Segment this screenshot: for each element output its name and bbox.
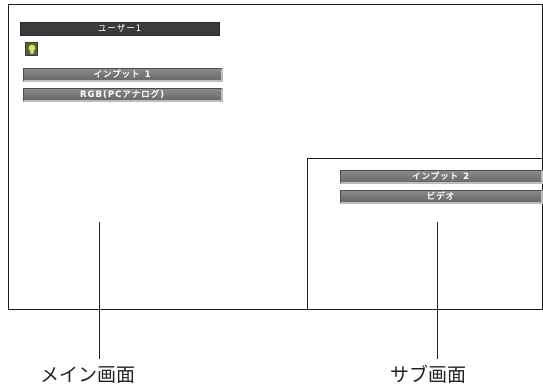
status-indicator xyxy=(25,42,38,56)
sub-source-button[interactable]: ビデオ xyxy=(340,190,543,204)
main-input-button[interactable]: インプット 1 xyxy=(23,68,223,82)
main-screen-leader-line xyxy=(99,222,100,359)
sub-screen-leader-line xyxy=(437,222,438,359)
main-screen-caption: メイン画面 xyxy=(40,364,136,386)
main-source-button[interactable]: RGB(PCアナログ) xyxy=(23,88,223,102)
sub-input-button[interactable]: インプット 2 xyxy=(340,170,543,184)
sub-screen-caption: サブ画面 xyxy=(390,364,467,386)
main-title-bar: ユーザー1 xyxy=(20,22,220,36)
lightbulb-icon xyxy=(28,44,36,54)
